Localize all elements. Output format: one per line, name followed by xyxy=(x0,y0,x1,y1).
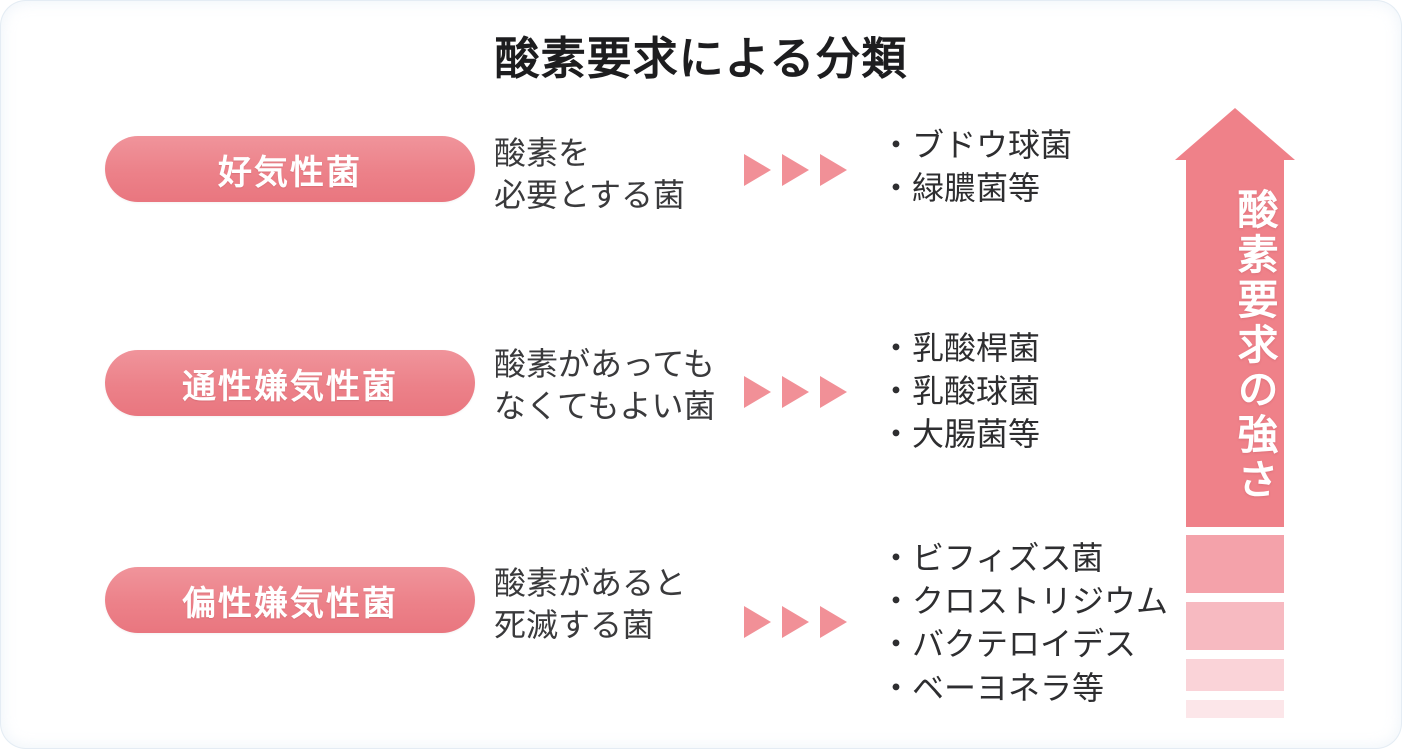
category-pill-label: 好気性菌 xyxy=(218,153,362,192)
list-item: ・緑膿菌等 xyxy=(880,170,1041,207)
triangle-right-icon xyxy=(782,154,809,186)
example-list: ・ブドウ球菌 ・緑膿菌等 xyxy=(880,124,1072,210)
arrow-up-icon xyxy=(1175,108,1295,160)
triangle-right-icon xyxy=(820,154,847,186)
triangle-right-icon xyxy=(744,154,771,186)
list-item: ・乳酸球菌 xyxy=(880,373,1041,410)
arrow-separator xyxy=(744,154,860,186)
category-description: 酸素があると 死滅する菌 xyxy=(494,562,744,646)
triangle-right-icon xyxy=(782,376,809,408)
list-item: ・ベーヨネラ等 xyxy=(880,669,1105,706)
category-pill-aerobic[interactable]: 好気性菌 xyxy=(105,136,475,202)
list-item: ・ビフィズス菌 xyxy=(880,540,1104,576)
description-line: 酸素を xyxy=(494,135,591,171)
example-list: ・ビフィズス菌 ・クロストリジウム ・バクテロイデス ・ベーヨネラ等 xyxy=(880,537,1168,710)
gradient-segment xyxy=(1186,700,1284,718)
category-pill-label: 通性嫌気性菌 xyxy=(182,367,398,406)
classification-row: 偏性嫌気性菌 酸素があると 死滅する菌 ・ビフィズス菌 ・クロストリジウム ・バ… xyxy=(0,537,1168,707)
description-line: 必要とする菌 xyxy=(494,177,686,214)
category-pill-obligate-anaerobic[interactable]: 偏性嫌気性菌 xyxy=(105,567,475,633)
classification-row: 通性嫌気性菌 酸素があっても なくてもよい菌 ・乳酸桿菌 ・乳酸球菌 ・大腸菌等 xyxy=(0,327,1150,497)
category-description: 酸素があっても なくてもよい菌 xyxy=(494,343,744,427)
list-item: ・大腸菌等 xyxy=(880,416,1041,453)
triangle-right-icon xyxy=(820,376,847,408)
description-line: 酸素があると xyxy=(494,565,687,601)
arrow-body xyxy=(1186,159,1284,527)
list-item: ・ブドウ球菌 xyxy=(880,127,1073,163)
triangle-right-icon xyxy=(744,376,771,408)
page-title: 酸素要求による分類 xyxy=(494,33,908,84)
arrow-separator xyxy=(744,606,860,638)
list-item: ・バクテロイデス xyxy=(880,626,1137,663)
example-list: ・乳酸桿菌 ・乳酸球菌 ・大腸菌等 xyxy=(880,327,1040,457)
arrow-separator xyxy=(744,376,860,408)
triangle-right-icon xyxy=(820,606,847,638)
oxygen-demand-gradient-arrow: 酸素要求の強さ xyxy=(1175,108,1295,723)
category-pill-label: 偏性嫌気性菌 xyxy=(182,584,398,623)
list-item: ・乳酸桿菌 xyxy=(880,330,1041,366)
description-line: 酸素があっても xyxy=(494,346,715,382)
gradient-segment xyxy=(1186,602,1284,650)
classification-row: 好気性菌 酸素を 必要とする菌 ・ブドウ球菌 ・緑膿菌等 xyxy=(0,112,1150,282)
triangle-right-icon xyxy=(744,606,771,638)
gradient-segment xyxy=(1186,659,1284,691)
category-description: 酸素を 必要とする菌 xyxy=(494,132,744,216)
gradient-segment xyxy=(1186,535,1284,593)
arrow-label: 酸素要求の強さ xyxy=(1231,188,1277,503)
description-line: なくてもよい菌 xyxy=(494,388,716,425)
category-pill-facultative-anaerobic[interactable]: 通性嫌気性菌 xyxy=(105,350,475,416)
list-item: ・クロストリジウム xyxy=(880,583,1169,620)
description-line: 死滅する菌 xyxy=(494,607,655,644)
triangle-right-icon xyxy=(782,606,809,638)
